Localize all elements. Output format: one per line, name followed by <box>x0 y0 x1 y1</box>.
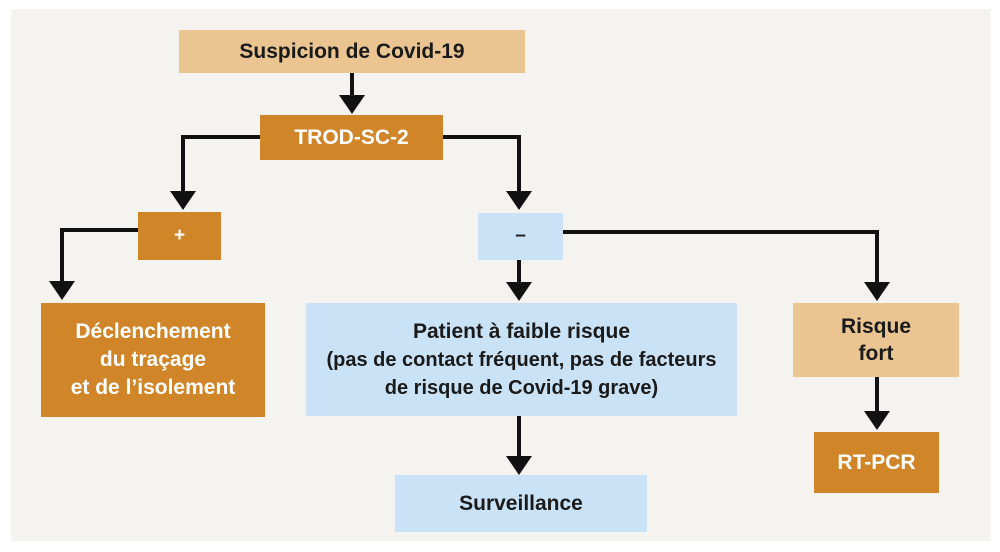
node-positive-result: + <box>138 212 221 260</box>
connector-risque-rtpcr-line <box>875 377 879 413</box>
node-declenchement-line3: et de l’isolement <box>70 376 236 399</box>
connector-minus-risque-arrowhead <box>864 282 890 301</box>
connector-trod-plus-hline <box>181 135 260 139</box>
node-risque-line2: fort <box>858 342 894 365</box>
node-patient-faible-risque: Patient à faible risque (pas de contact … <box>306 303 737 416</box>
node-trod-sc2: TROD-SC-2 <box>260 115 443 160</box>
node-patient-line3: de risque de Covid-19 grave) <box>384 376 659 399</box>
connector-minus-risque-vline <box>875 230 879 284</box>
node-surveillance-label: Surveillance <box>459 491 583 515</box>
connector-suspicion-trod-line <box>350 73 354 97</box>
connector-suspicion-trod-arrowhead <box>339 95 365 114</box>
connector-trod-plus-arrowhead <box>170 191 196 210</box>
node-surveillance: Surveillance <box>395 475 647 532</box>
connector-plus-declenchement-vline <box>60 228 64 283</box>
node-risque-line1: Risque <box>840 315 911 338</box>
node-rt-pcr: RT-PCR <box>814 432 939 493</box>
node-risque-fort: Risque fort <box>793 303 959 377</box>
connector-trod-minus-hline <box>443 135 521 139</box>
node-negative-result: – <box>478 213 563 260</box>
connector-plus-declenchement-arrowhead <box>49 281 75 300</box>
node-declenchement-tracage-isolement: Déclenchement du traçage et de l’isoleme… <box>41 303 265 417</box>
node-patient-title: Patient à faible risque <box>412 319 631 343</box>
node-trod-label: TROD-SC-2 <box>294 125 409 149</box>
connector-patient-surveillance-line <box>517 416 521 458</box>
node-suspicion-covid19: Suspicion de Covid-19 <box>179 30 525 73</box>
node-rtpcr-label: RT-PCR <box>837 450 916 474</box>
connector-plus-declenchement-hline <box>60 228 138 232</box>
node-patient-line2: (pas de contact fréquent, pas de facteur… <box>326 348 717 371</box>
connector-minus-patient-line <box>517 260 521 284</box>
node-negative-label: – <box>515 225 526 247</box>
connector-trod-plus-vline <box>181 135 185 193</box>
connector-minus-risque-hline <box>563 230 879 234</box>
node-declenchement-line2: du traçage <box>99 348 207 371</box>
connector-trod-minus-arrowhead <box>506 191 532 210</box>
connector-patient-surveillance-arrowhead <box>506 456 532 475</box>
connector-trod-minus-vline <box>517 135 521 193</box>
node-positive-label: + <box>173 224 186 246</box>
connector-risque-rtpcr-arrowhead <box>864 411 890 430</box>
connector-minus-patient-arrowhead <box>506 282 532 301</box>
node-declenchement-line1: Déclenchement <box>75 320 231 343</box>
node-suspicion-label: Suspicion de Covid-19 <box>239 39 465 63</box>
